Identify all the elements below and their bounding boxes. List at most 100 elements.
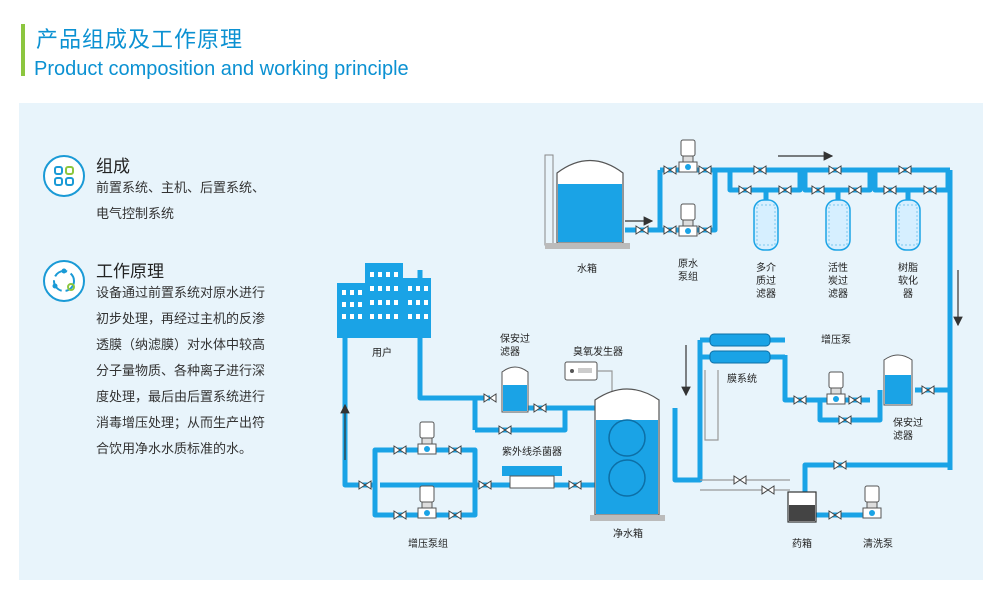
valve-icon [828,510,842,520]
cycle-icon [43,260,85,302]
label-raw-pump: 泵组 [678,270,698,283]
booster-pump-group-top [417,421,437,455]
uv-sterilizer [502,466,562,489]
label-multimedia-filter: 滤器 [756,287,776,300]
label-ozone: 臭氧发生器 [573,345,623,358]
diagram-labels: 水箱 原水 泵组 多介 质过 滤器 活性 炭过 滤器 树脂 软化 器 用户 保安… [372,258,923,550]
valve-icon [761,485,775,495]
label-resin-softener: 软化 [898,274,918,287]
label-multimedia-filter: 多介 [756,261,776,274]
security-filter-right [883,354,913,406]
flow-arrows [340,151,963,460]
valve-icon [635,225,649,235]
pipe-segment [782,355,883,423]
label-resin-softener: 器 [903,288,913,300]
principle-line: 透膜（纳滤膜）对水体中较高 [96,338,266,353]
principle-title: 工作原理 [96,262,164,282]
valve-icon [533,403,547,413]
valve-icon [733,475,747,485]
principle-line: 度处理，最后由后置系统进行 [96,390,266,405]
carbon-filter [825,199,851,251]
valve-icon [848,185,862,195]
valve-icon [393,445,407,455]
booster-pump-group-bottom [417,485,437,519]
pipe-segment [802,462,950,492]
label-pure-tank: 净水箱 [613,527,643,540]
label-water-tank: 水箱 [577,262,597,275]
label-security-filter-top: 保安过 [500,332,530,345]
valve-icon [663,165,677,175]
label-multimedia-filter: 质过 [756,274,776,287]
label-booster-pump: 增压泵 [821,333,851,346]
valve-icon [498,425,512,435]
pipe-segment [672,340,703,483]
valve-icon [358,480,372,490]
valve-icon [828,165,842,175]
valve-icon [448,445,462,455]
valve-icon [568,480,582,490]
label-booster-group: 增压泵组 [408,537,448,550]
resin-softener [895,199,921,251]
valve-icon [698,165,712,175]
valve-icon [663,225,677,235]
valve-icon [778,185,792,195]
valve-icon [448,510,462,520]
label-security-filter-top: 滤器 [500,345,520,358]
valve-icon [898,165,912,175]
multimedia-filter [753,199,779,251]
label-carbon-filter: 滤器 [828,287,848,300]
principle-line: 合饮用净水水质标准的水。 [96,442,253,457]
grid-icon [43,155,85,197]
cleaning-pump [862,485,882,519]
label-chem-tank: 药箱 [792,537,812,550]
content-panel [19,103,983,580]
label-carbon-filter: 活性 [828,261,848,274]
security-filter-top [501,366,529,413]
user-building [337,263,431,338]
valve-icon [923,185,937,195]
principle-line: 设备通过前置系统对原水进行 [96,286,266,301]
pure-water-tank [590,388,665,521]
valve-icon [478,480,492,490]
valve-icon [738,185,752,195]
pipe-segment [372,447,478,518]
composition-line: 电气控制系统 [96,207,175,222]
label-membrane: 膜系统 [727,372,757,385]
valve-icon [833,460,847,470]
raw-water-tank [544,154,630,249]
raw-pump-bottom [678,203,698,237]
page-subtitle: Product composition and working principl… [34,58,409,80]
composition-title: 组成 [96,157,130,177]
valve-icon [753,165,767,175]
label-cleaning-pump: 清洗泵 [863,537,893,550]
label-user: 用户 [372,346,392,359]
principle-line: 分子量物质、各种离子进行深 [96,364,266,379]
ozone-generator [564,361,613,392]
membrane-system [704,333,771,441]
valve-icon [921,385,935,395]
page-title: 产品组成及工作原理 [36,28,244,53]
raw-pump-top [678,139,698,173]
label-resin-softener: 树脂 [898,261,918,274]
valve-icon [838,415,852,425]
label-carbon-filter: 炭过 [828,274,848,287]
valve-icon [848,395,862,405]
composition-text: 前置系统、主机、后置系统、 电气控制系统 [96,176,265,228]
principle-line: 消毒增压处理；从而生产出符 [96,416,266,431]
valve-icon [698,225,712,235]
header-accent-bar [21,24,25,76]
label-security-filter-right: 保安过 [893,416,923,429]
composition-line: 前置系统、主机、后置系统、 [96,181,266,196]
principle-line: 初步处理，再经过主机的反渗 [96,312,266,327]
principle-text: 设备通过前置系统对原水进行 初步处理，再经过主机的反渗 透膜（纳滤膜）对水体中较… [96,281,265,463]
valve-icon [883,185,897,195]
chemical-tank [700,479,817,523]
valve-icon [793,395,807,405]
label-security-filter-right: 滤器 [893,429,913,442]
valve-icon [483,393,497,403]
label-raw-pump: 原水 [678,258,698,270]
valve-icon [811,185,825,195]
label-uv: 紫外线杀菌器 [502,445,562,458]
valve-icon [393,510,407,520]
